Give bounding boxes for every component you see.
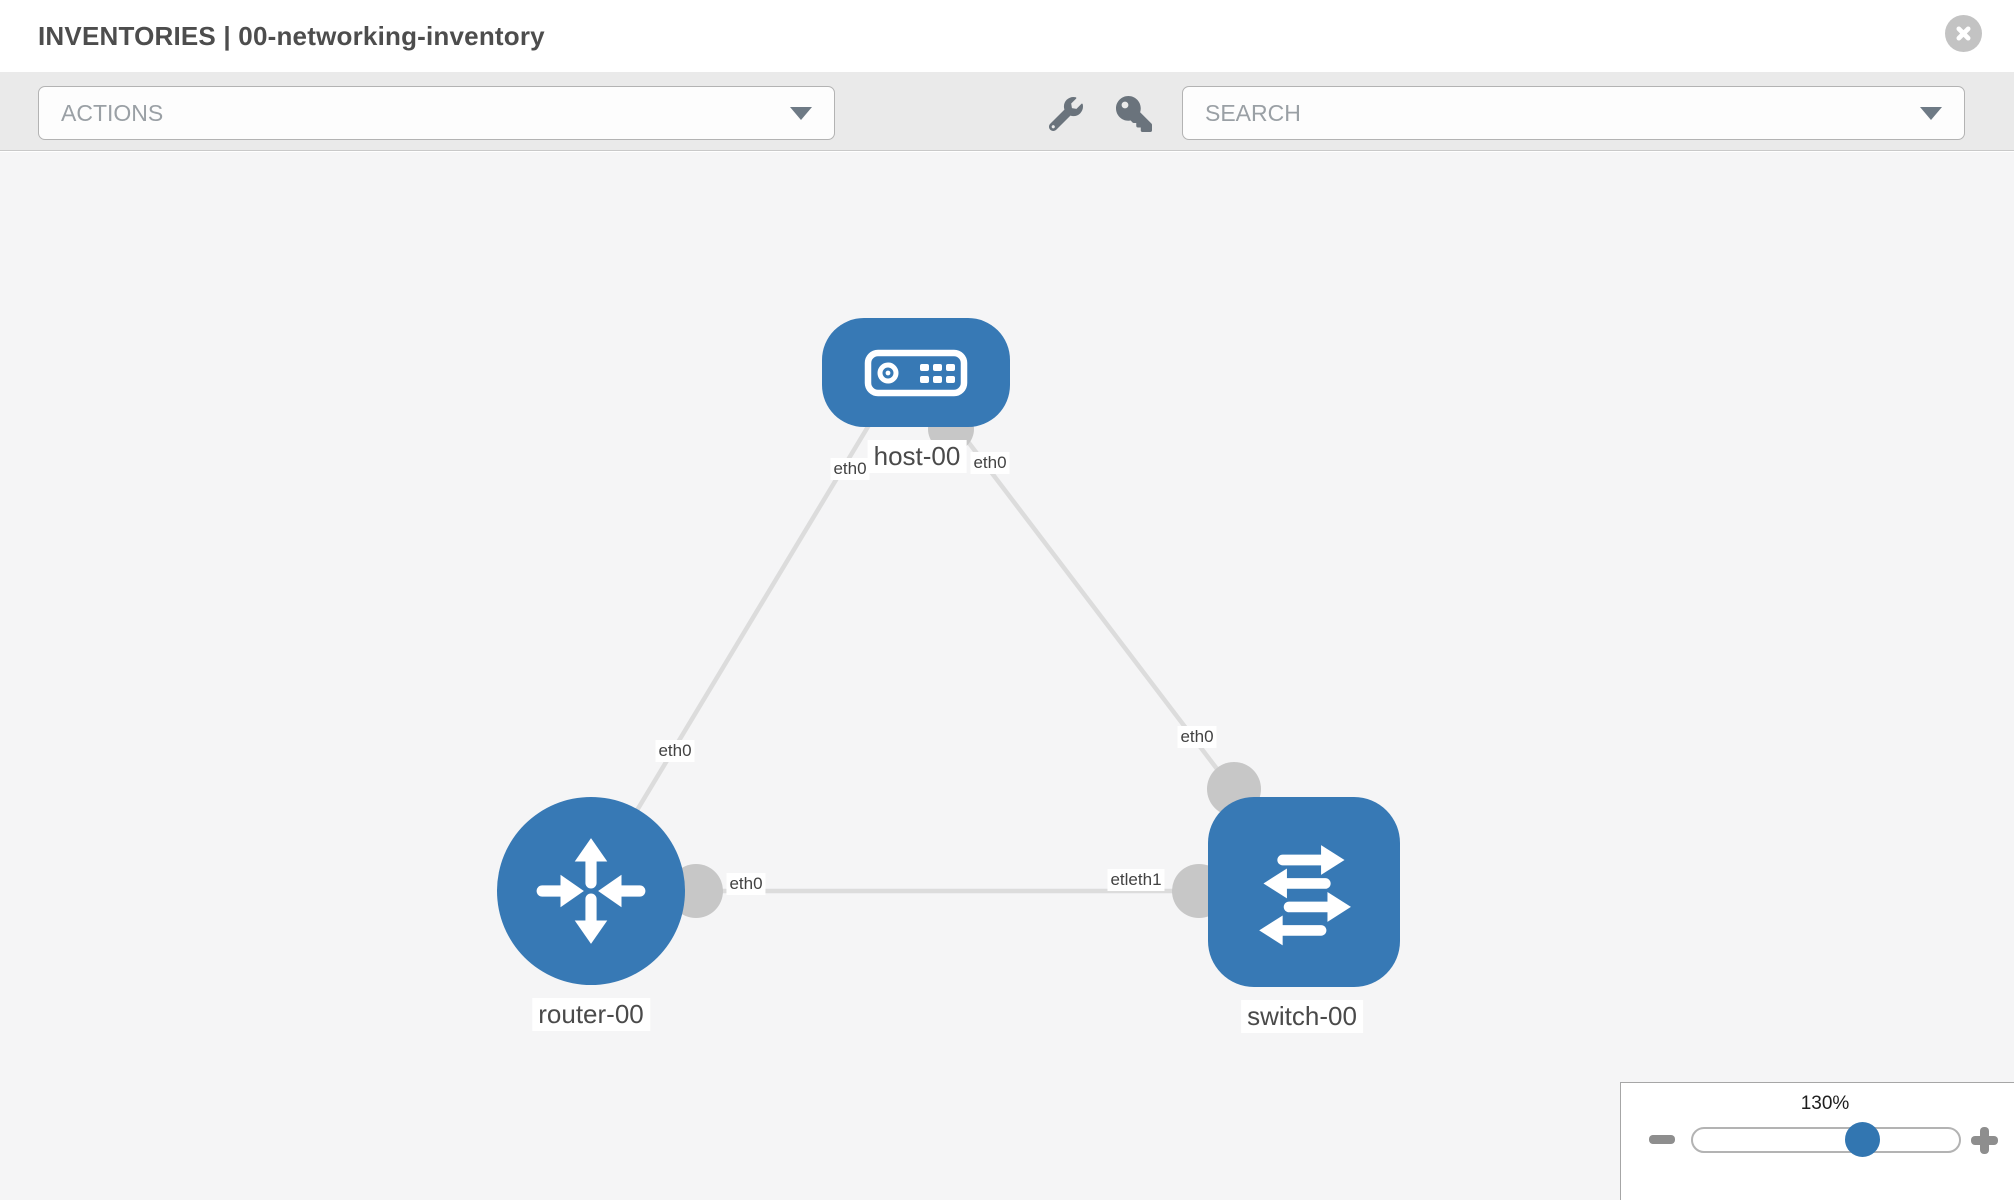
- wrench-icon: [1049, 97, 1083, 131]
- configure-button[interactable]: [1044, 94, 1088, 134]
- page-header: INVENTORIES | 00-networking-inventory: [0, 0, 2014, 72]
- interface-label: eth0: [726, 873, 766, 895]
- node-host-00[interactable]: [822, 318, 1010, 427]
- host-icon: [864, 349, 968, 396]
- interface-label: eth0: [1177, 726, 1217, 748]
- topology-canvas[interactable]: [0, 152, 2014, 1200]
- close-icon: [1956, 26, 1971, 41]
- zoom-slider-knob[interactable]: [1845, 1122, 1880, 1157]
- plus-icon: [1980, 1127, 1989, 1154]
- chevron-down-icon: [1920, 106, 1942, 120]
- node-label-switch: switch-00: [1241, 1000, 1363, 1033]
- actions-dropdown-label: ACTIONS: [61, 99, 164, 126]
- node-switch-00[interactable]: [1208, 797, 1400, 987]
- zoom-in-button[interactable]: [1971, 1127, 1998, 1154]
- switch-icon: [1259, 845, 1351, 946]
- page-title: INVENTORIES | 00-networking-inventory: [38, 20, 545, 51]
- toolbar: ACTIONS SEARCH: [0, 72, 2014, 151]
- router-icon: [536, 838, 646, 944]
- zoom-level-text: 130%: [1800, 1093, 1850, 1114]
- close-button[interactable]: [1945, 15, 1982, 52]
- node-label-host: host-00: [867, 440, 967, 473]
- credentials-button[interactable]: [1112, 94, 1156, 134]
- search-dropdown-label: SEARCH: [1205, 99, 1301, 126]
- interface-label: eth0: [830, 458, 870, 480]
- key-icon: [1116, 96, 1152, 132]
- interface-label: eth0: [655, 740, 695, 762]
- interface-label: eth0: [970, 452, 1010, 474]
- node-router-00[interactable]: [497, 797, 685, 985]
- node-label-router: router-00: [532, 998, 650, 1031]
- actions-dropdown[interactable]: ACTIONS: [38, 86, 835, 140]
- zoom-panel: 130%: [1620, 1082, 2014, 1200]
- zoom-out-button[interactable]: [1649, 1135, 1675, 1144]
- interface-label: etleth1: [1107, 869, 1165, 891]
- zoom-slider-track[interactable]: [1691, 1122, 1961, 1157]
- chevron-down-icon: [790, 106, 812, 120]
- search-dropdown[interactable]: SEARCH: [1182, 86, 1965, 140]
